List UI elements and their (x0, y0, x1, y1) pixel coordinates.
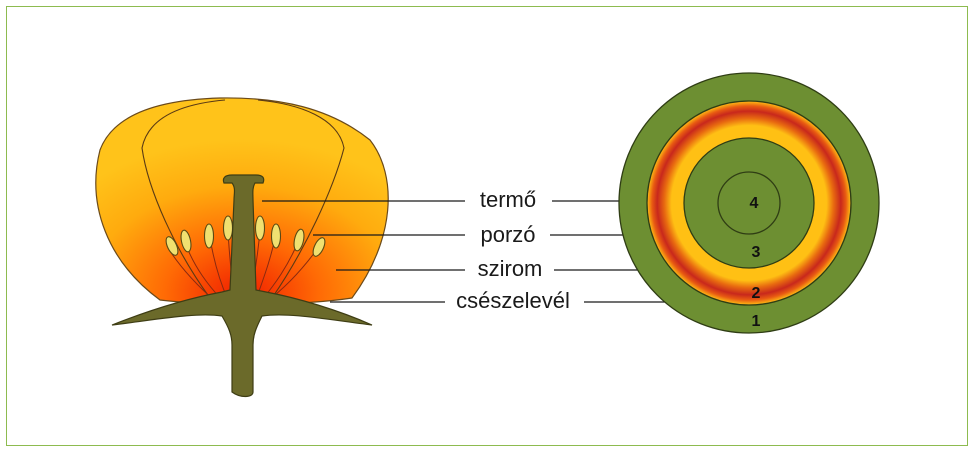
label-termo: termő (480, 187, 536, 212)
part-labels: termő porzó szirom csészelevél (456, 187, 570, 313)
label-csesze: csészelevél (456, 288, 570, 313)
ring-number-4: 4 (750, 195, 759, 212)
ring-number-1: 1 (752, 313, 761, 330)
label-szirom: szirom (478, 256, 543, 281)
anther (224, 216, 233, 240)
flower-cross-section (96, 98, 388, 397)
anther (205, 224, 214, 248)
floral-ring-diagram: 4 3 2 1 (619, 73, 879, 333)
anther (256, 216, 265, 240)
anther (272, 224, 281, 248)
label-porzo: porzó (480, 222, 535, 247)
ring-number-2: 2 (752, 285, 761, 302)
ring-number-3: 3 (752, 244, 761, 261)
